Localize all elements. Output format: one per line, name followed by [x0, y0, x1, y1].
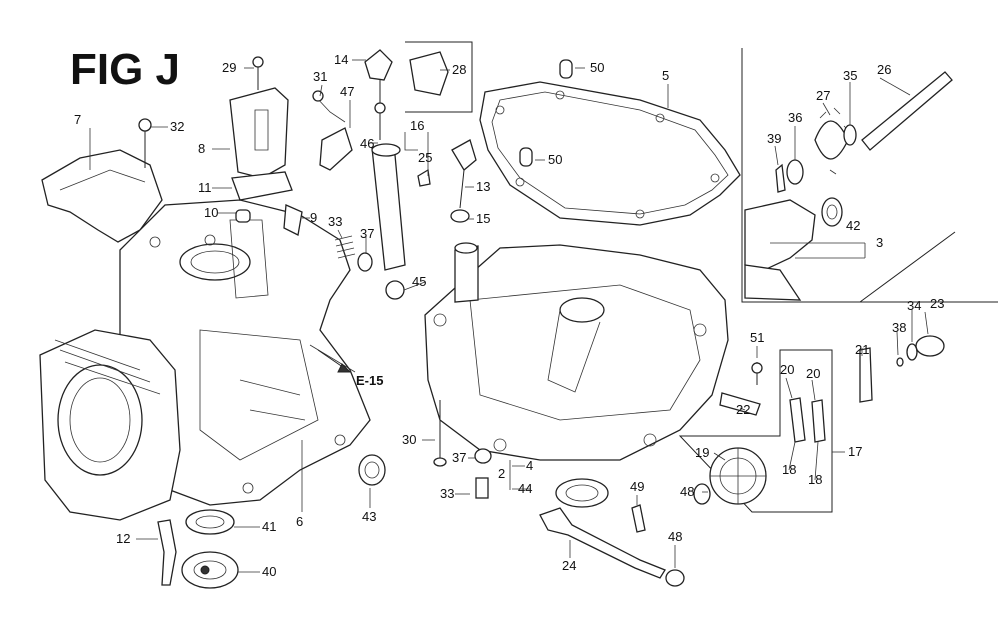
callout: 50 [590, 60, 604, 75]
callout: 20 [806, 366, 820, 381]
callout: 4 [526, 458, 533, 473]
callout: 46 [360, 136, 374, 151]
inset-frame [741, 48, 998, 303]
callout: 37 [360, 226, 374, 241]
leader-lines [89, 59, 929, 573]
reference-label: E-15 [356, 373, 383, 388]
callout: 9 [310, 210, 317, 225]
callout: 42 [846, 218, 860, 233]
callout: 33 [328, 214, 342, 229]
callout: 34 [907, 298, 921, 313]
callout: 32 [170, 119, 184, 134]
breather-cover [229, 56, 303, 236]
callout: 6 [296, 514, 303, 529]
callout: 35 [843, 68, 857, 83]
crankcase-cover [424, 242, 729, 461]
callout: 18 [808, 472, 822, 487]
callout: 25 [418, 150, 432, 165]
bolts [138, 118, 763, 499]
callout: 19 [695, 445, 709, 460]
callout: 31 [313, 69, 327, 84]
crankcase-block [39, 199, 371, 521]
callout-labels: 29 31 14 28 50 5 7 32 47 46 16 25 8 11 1… [74, 52, 944, 579]
callout: 41 [262, 519, 276, 534]
governor-shaft [744, 71, 953, 301]
callout: 20 [780, 362, 794, 377]
callout: 28 [452, 62, 466, 77]
figure-title: FIG J [70, 45, 180, 94]
callout: 38 [892, 320, 906, 335]
callout: 39 [767, 131, 781, 146]
callout: 22 [736, 402, 750, 417]
callout: 12 [116, 531, 130, 546]
callout: 17 [848, 444, 862, 459]
dipstick [450, 139, 477, 223]
callout: 27 [816, 88, 830, 103]
callout: 37 [452, 450, 466, 465]
callout: 5 [662, 68, 669, 83]
callout: 3 [876, 235, 883, 250]
callout: 7 [74, 112, 81, 127]
callout: 40 [262, 564, 276, 579]
callout: 48 [680, 484, 694, 499]
callout: 15 [476, 211, 490, 226]
oil-pump [693, 397, 826, 505]
callout: 36 [788, 110, 802, 125]
callout: 49 [630, 479, 644, 494]
callout: 48 [668, 529, 682, 544]
callout: 18 [782, 462, 796, 477]
governor-lever [157, 519, 177, 586]
callout: 51 [750, 330, 764, 345]
callout: 14 [334, 52, 348, 67]
callout: 24 [562, 558, 576, 573]
callout: 29 [222, 60, 236, 75]
callout: 33 [440, 486, 454, 501]
oil-seals [181, 454, 609, 589]
callout: 45 [412, 274, 426, 289]
callout: 21 [855, 342, 869, 357]
callout: 43 [362, 509, 376, 524]
callout: 44 [518, 481, 532, 496]
callout: 2 [498, 466, 505, 481]
bracket-box [405, 41, 473, 113]
spring-and-washer [334, 235, 405, 300]
callout: 10 [204, 205, 218, 220]
governor-small-parts [719, 335, 945, 416]
callout: 50 [548, 152, 562, 167]
callout: 11 [198, 180, 212, 195]
fill-tube [312, 49, 449, 271]
callout: 13 [476, 179, 490, 194]
callout: 8 [198, 141, 205, 156]
callout: 26 [877, 62, 891, 77]
crankcase-gasket [479, 59, 741, 226]
pump-box [678, 349, 833, 513]
callout: 47 [340, 84, 354, 99]
oil-dipper [539, 504, 685, 587]
callout: 16 [410, 118, 424, 133]
callout: 30 [402, 432, 416, 447]
reference-arrow: E-15 [317, 349, 383, 388]
callout: 23 [930, 296, 944, 311]
